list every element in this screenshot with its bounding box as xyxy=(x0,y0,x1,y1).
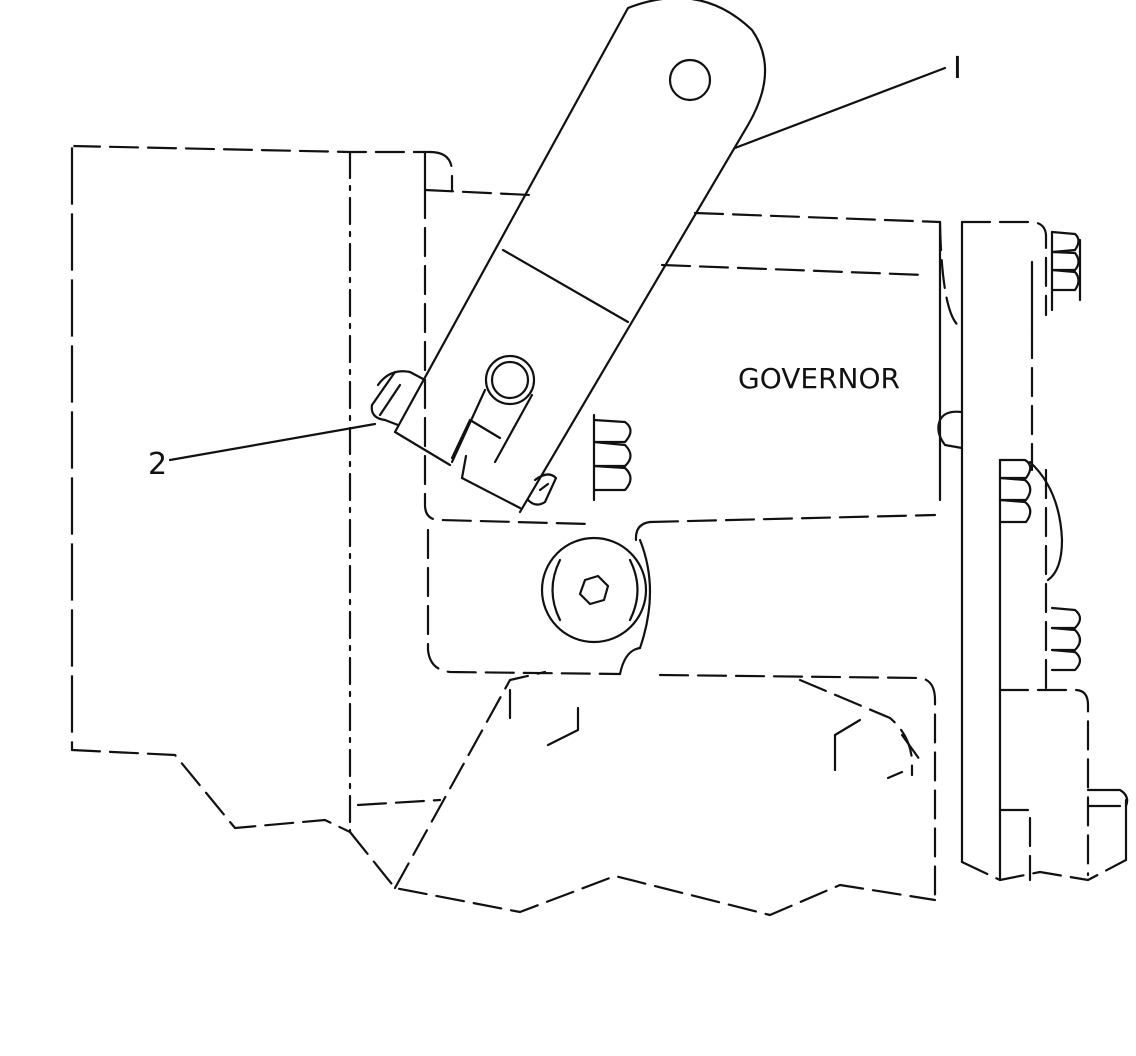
clamp-nut xyxy=(370,370,427,427)
side-bolt xyxy=(592,413,632,502)
left-housing xyxy=(70,144,454,834)
leader-line-2 xyxy=(168,422,377,462)
callout-1: I xyxy=(953,51,962,86)
right-column xyxy=(937,220,1129,882)
pivot-bolt xyxy=(540,536,652,650)
governor-label: GOVERNOR xyxy=(738,362,900,395)
callout-2: 2 xyxy=(148,447,167,482)
governor-body xyxy=(423,188,964,897)
lower-housing xyxy=(348,670,937,917)
leader-line-1 xyxy=(733,66,947,150)
lever xyxy=(393,0,767,514)
